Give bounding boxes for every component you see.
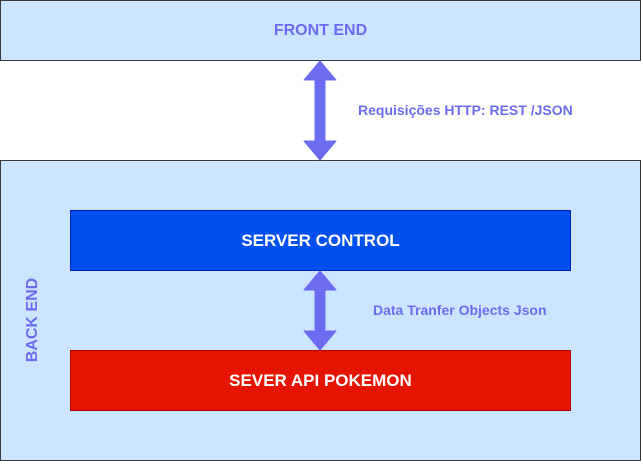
front-end-box: FRONT END: [0, 0, 641, 61]
sever-api-pokemon-box: SEVER API POKEMON: [70, 350, 571, 411]
dto-connection-label: Data Tranfer Objects Json: [373, 302, 547, 318]
front-end-label: FRONT END: [273, 21, 368, 39]
server-control-label: SERVER CONTROL: [241, 230, 400, 250]
server-control-box: SERVER CONTROL: [70, 210, 571, 271]
http-double-arrow: [303, 60, 337, 161]
http-connection-label: Requisições HTTP: REST /JSON: [358, 102, 573, 118]
sever-api-pokemon-label: SEVER API POKEMON: [229, 370, 412, 390]
back-end-label: BACK END: [24, 277, 41, 363]
dto-double-arrow: [303, 270, 337, 351]
